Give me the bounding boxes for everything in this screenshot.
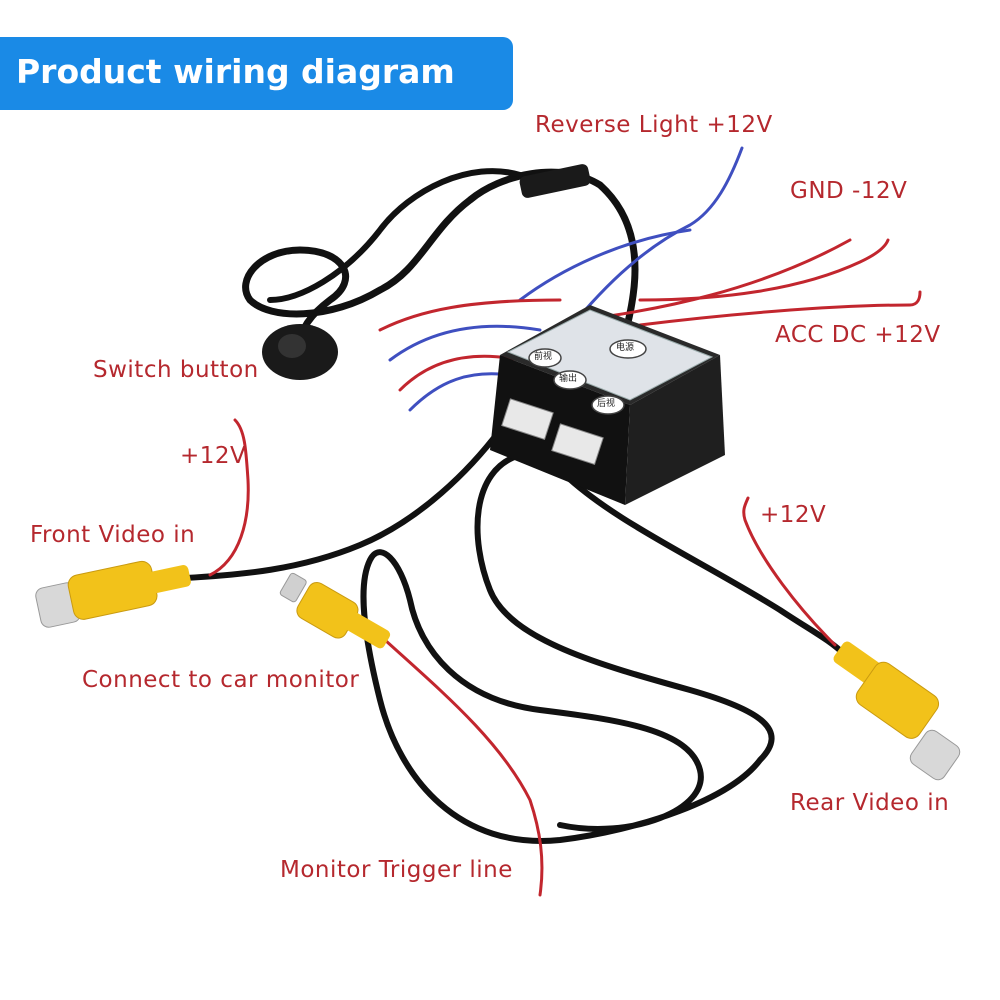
harness-wire-red [378,298,562,332]
rear-power-label: +12V [760,502,827,528]
switch-cable-loop [267,168,523,303]
harness-wire-blue-2 [408,372,512,412]
box-label-rear: 后视 [597,399,616,409]
box-button-rear [591,395,625,415]
gnd-label: GND -12V [790,178,908,204]
box-label-front: 前视 [534,352,553,362]
rear-video-label: Rear Video in [790,790,950,816]
reverse-light-wire-2 [518,228,692,302]
switch-button-label: Switch button [93,357,259,383]
gnd-wire [638,238,890,302]
acc-wire [638,290,922,327]
title-banner: Product wiring diagram [0,37,513,110]
rca-monitor [279,572,391,649]
control-box [490,305,725,505]
page-title: Product wiring diagram [16,52,455,91]
acc-label: ACC DC +12V [775,322,941,348]
box-button-power [609,339,647,359]
front-video-cable [182,427,503,581]
rca-rear-video [833,641,961,781]
box-label-output: 输出 [559,374,578,384]
connect-monitor-label: Connect to car monitor [82,667,360,693]
box-label-power: 电源 [616,343,635,353]
monitor-cable [360,452,775,844]
harness-wire-blue [388,324,542,362]
switch-button-device [262,324,338,380]
front-power-wire [208,418,250,577]
box-button-front [528,348,562,368]
trigger-wire [383,638,544,897]
reverse-light-label: Reverse Light +12V [535,112,773,138]
rca-front-video [35,560,191,628]
rear-power-wire [742,496,837,647]
waterproof-connector [519,164,591,198]
front-power-label: +12V [180,443,247,469]
rear-video-cable [557,467,848,658]
trigger-label: Monitor Trigger line [280,857,513,883]
box-button-output [553,370,587,390]
front-video-label: Front Video in [30,522,196,548]
